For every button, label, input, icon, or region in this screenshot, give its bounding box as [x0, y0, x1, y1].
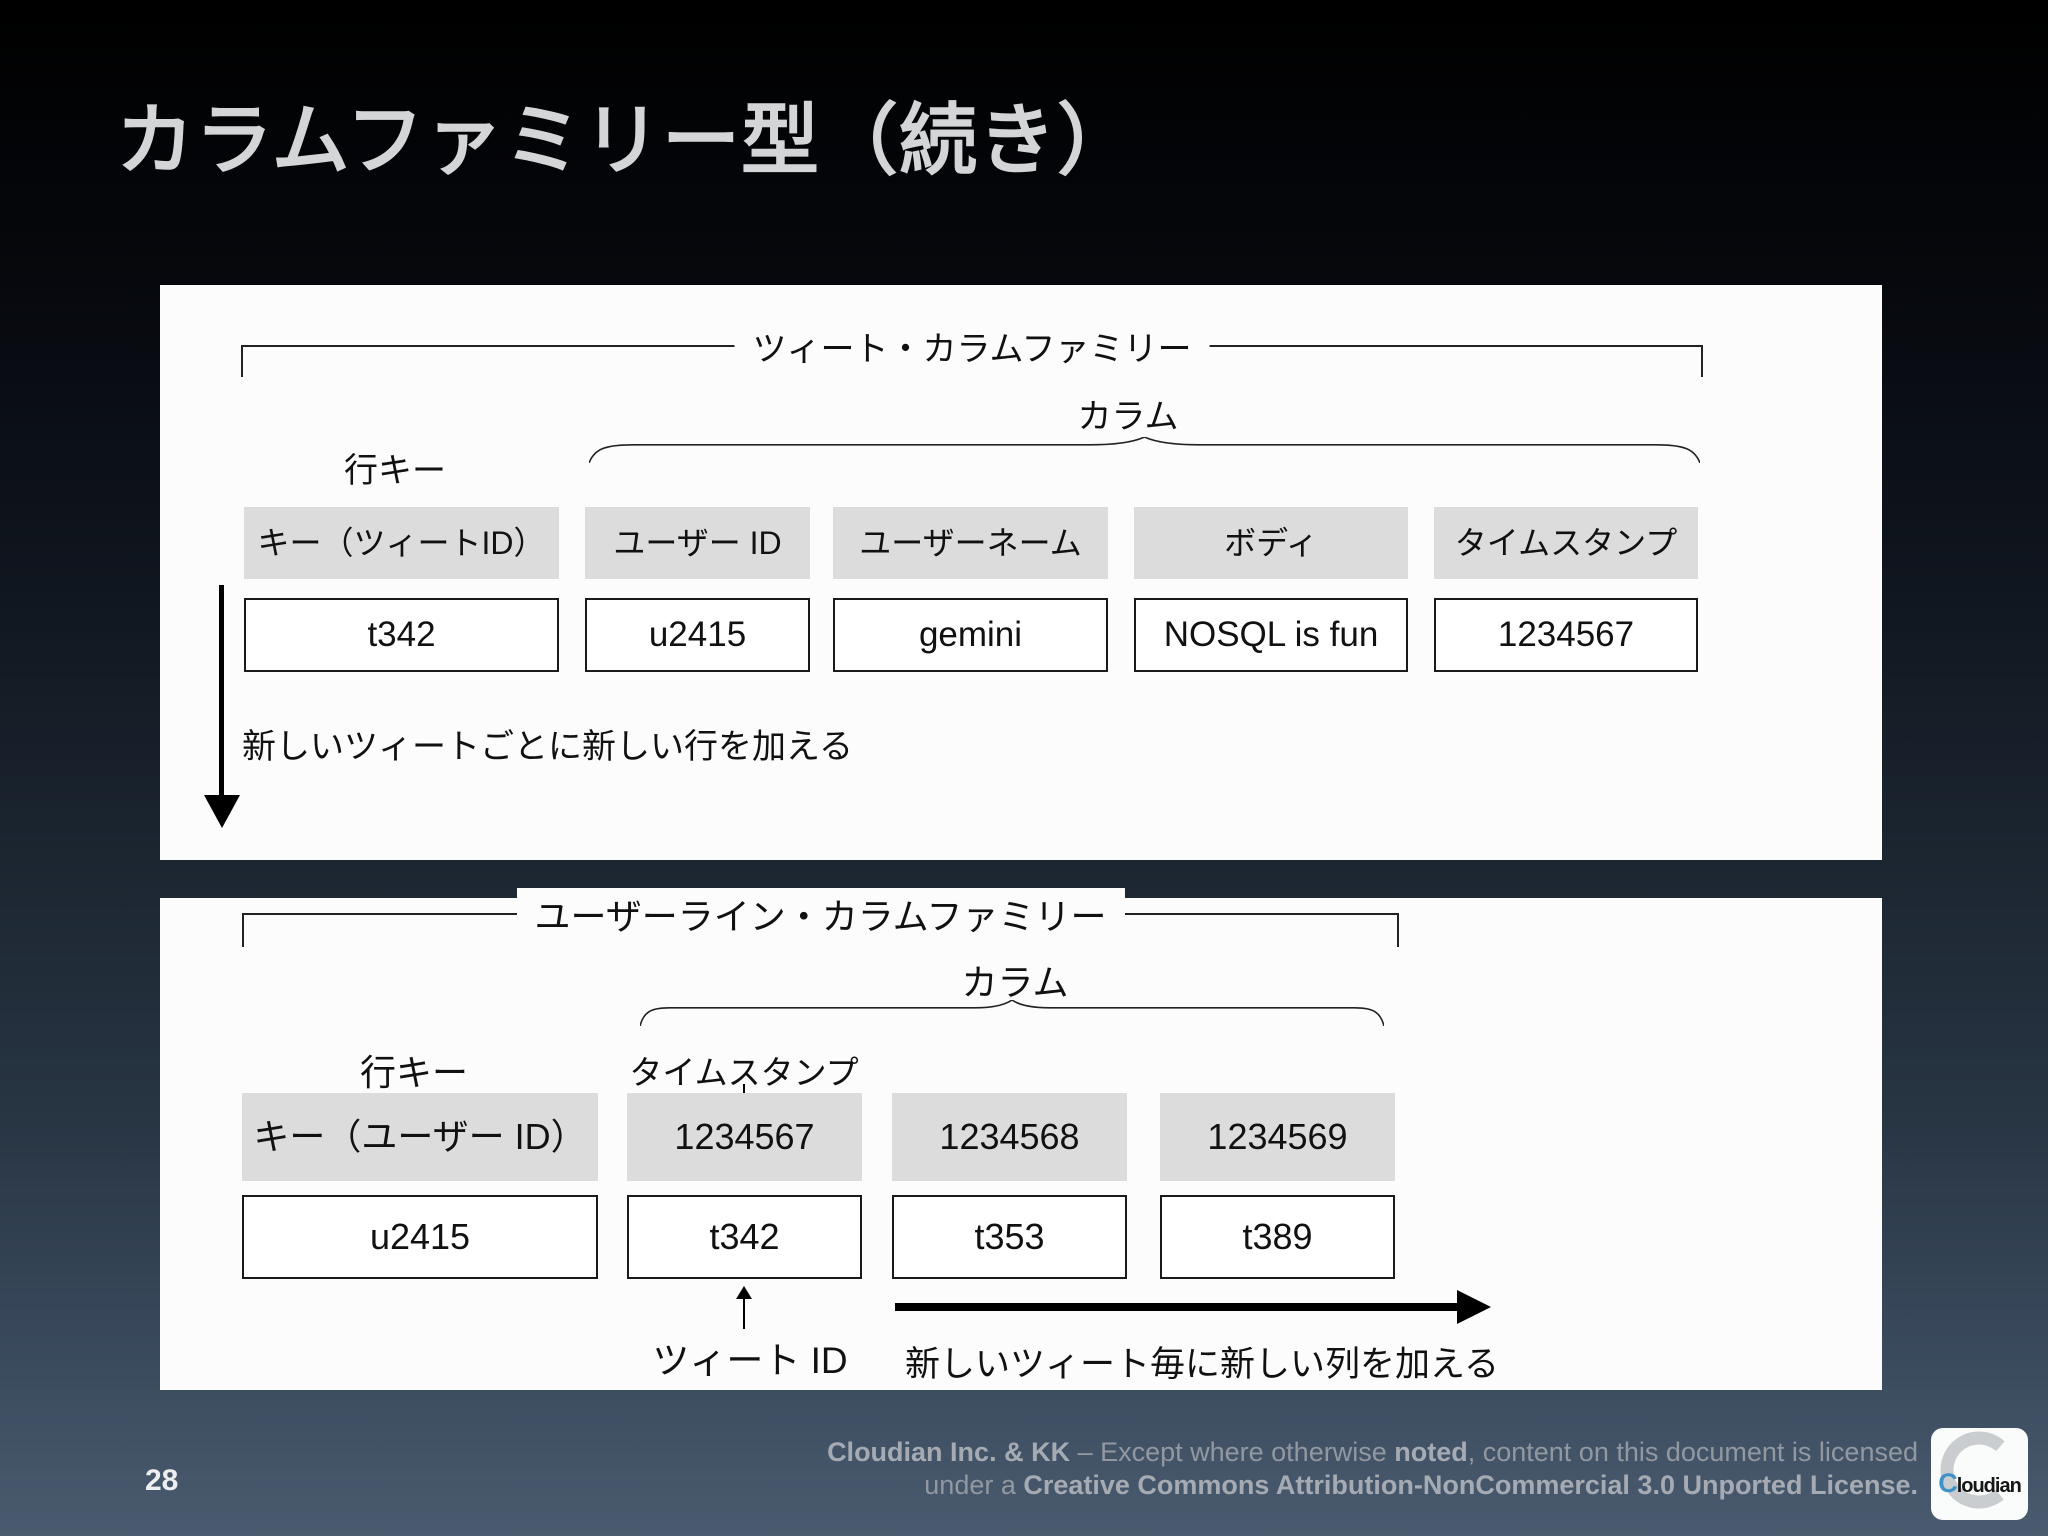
- userline-panel-note: 新しいツィート毎に新しい列を加える: [905, 1345, 1499, 1384]
- userline-value-t1: t342: [627, 1195, 862, 1279]
- userline-row-key-label: 行キー: [359, 1052, 469, 1093]
- tweet-value-key: t342: [244, 598, 559, 672]
- cloudian-logo: Cloudian: [1931, 1428, 2028, 1520]
- userline-columns-label: カラム: [961, 962, 1069, 1003]
- page-number: 28: [145, 1464, 179, 1497]
- userline-value-key: u2415: [242, 1195, 598, 1279]
- tweet-header-username: ユーザーネーム: [833, 507, 1108, 579]
- cloudian-wordmark-rest: loudian: [1956, 1475, 2022, 1497]
- new-row-arrow-icon: [219, 585, 224, 797]
- tweet-family-bracket: ツィート・カラムファミリー: [241, 321, 1703, 377]
- tweet-header-body: ボディ: [1134, 507, 1408, 579]
- userline-header-ts1: 1234567: [627, 1093, 862, 1181]
- tweet-id-arrowhead-icon: [736, 1286, 752, 1299]
- cloudian-wordmark-c: C: [1938, 1468, 1957, 1498]
- footer-company: Cloudian Inc. & KK: [827, 1437, 1071, 1467]
- tweet-columns-brace: [589, 437, 1700, 463]
- userline-header-ts3: 1234569: [1160, 1093, 1395, 1181]
- tweet-columns-label: カラム: [1077, 398, 1179, 436]
- userline-value-t2: t353: [892, 1195, 1127, 1279]
- tweet-column-family-panel: ツィート・カラムファミリー カラム 行キー キー（ツィートID） ユーザー ID…: [160, 285, 1882, 860]
- tweet-value-body: NOSQL is fun: [1134, 598, 1408, 672]
- userline-header-key: キー（ユーザー ID）: [242, 1093, 598, 1181]
- new-column-arrow-icon: [895, 1303, 1457, 1311]
- tweet-panel-note: 新しいツィートごとに新しい行を加える: [242, 728, 853, 766]
- footer-text-3: under a: [924, 1470, 1024, 1500]
- userline-family-label: ユーザーライン・カラムファミリー: [516, 888, 1125, 940]
- userline-header-ts2: 1234568: [892, 1093, 1127, 1181]
- tweet-header-key: キー（ツィートID）: [244, 507, 559, 579]
- tweet-header-user-id: ユーザー ID: [585, 507, 810, 579]
- footer-license-name: Creative Commons Attribution-NonCommerci…: [1023, 1470, 1918, 1500]
- new-row-arrowhead-icon: [204, 795, 240, 828]
- license-footer: Cloudian Inc. & KK – Except where otherw…: [827, 1436, 1918, 1502]
- footer-text-1: – Except where otherwise: [1070, 1437, 1395, 1467]
- slide-title: カラムファミリー型（続き）: [116, 96, 1136, 184]
- footer-text-2: , content on this document is licensed: [1467, 1437, 1918, 1467]
- userline-family-bracket: ユーザーライン・カラムファミリー: [242, 888, 1399, 947]
- tweet-id-arrow-icon: [743, 1297, 745, 1329]
- tweet-row-key-label: 行キー: [344, 452, 446, 490]
- footer-noted: noted: [1394, 1437, 1468, 1467]
- new-column-arrowhead-icon: [1457, 1290, 1491, 1324]
- userline-value-t3: t389: [1160, 1195, 1395, 1279]
- tweet-value-timestamp: 1234567: [1434, 598, 1698, 672]
- cloudian-wordmark: Cloudian: [1931, 1468, 2028, 1499]
- tweet-header-timestamp: タイムスタンプ: [1434, 507, 1698, 579]
- cloudian-logo-arc-icon: [1940, 1431, 2018, 1509]
- userline-column-family-panel: ユーザーライン・カラムファミリー カラム 行キー タイムスタンプ キー（ユーザー…: [160, 888, 1882, 1390]
- tweet-value-user-id: u2415: [585, 598, 810, 672]
- tweet-family-label: ツィート・カラムファミリー: [734, 321, 1210, 371]
- userline-columns-brace: [640, 1000, 1384, 1026]
- userline-tweet-id-label: ツィート ID: [652, 1340, 848, 1381]
- tweet-value-username: gemini: [833, 598, 1108, 672]
